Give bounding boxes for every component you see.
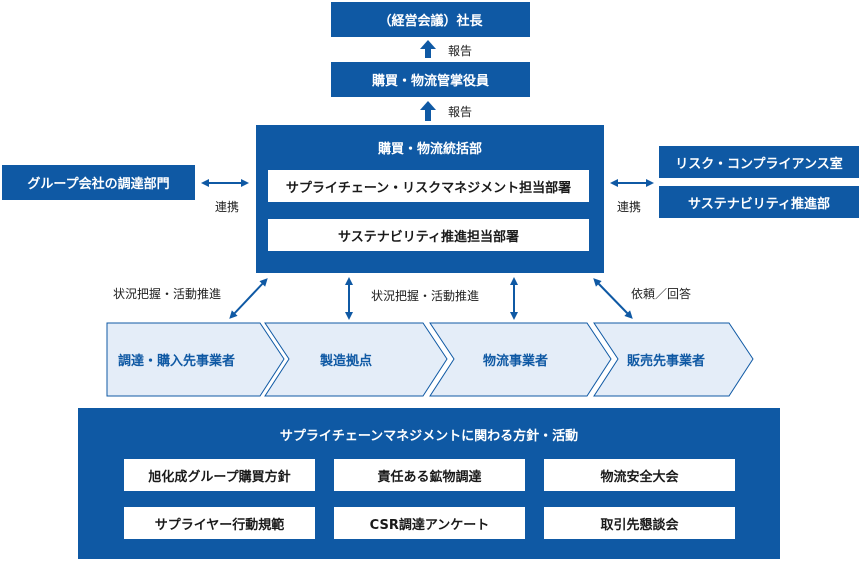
sustainability-promotion-label: サステナビリティ推進部 xyxy=(688,196,830,212)
risk-compliance-label: リスク・コンプライアンス室 xyxy=(675,156,843,172)
policy-item-label: 旭化成グループ購買方針 xyxy=(148,469,291,485)
report-arrow-2 xyxy=(420,101,436,121)
policy-item-logistics-safety: 物流安全大会 xyxy=(544,459,735,491)
policy-item-responsible-minerals: 責任ある鉱物調達 xyxy=(334,459,525,491)
link-label-right: 連携 xyxy=(617,200,642,214)
report-label-2: 報告 xyxy=(448,105,473,119)
policy-item-label: 物流安全大会 xyxy=(600,469,679,485)
president-box: （経営会議）社長 xyxy=(331,2,530,37)
officer-box: 購買・物流管掌役員 xyxy=(331,62,530,97)
policy-item-purchasing-policy: 旭化成グループ購買方針 xyxy=(124,459,315,491)
president-label: （経営会議）社長 xyxy=(378,14,483,29)
status-label-left: 状況把握・活動推進 xyxy=(113,287,222,301)
sustainability-promotion-box: サステナビリティ推進部 xyxy=(659,186,859,218)
officer-label: 購買・物流管掌役員 xyxy=(371,74,489,89)
status-label-center: 状況把握・活動推進 xyxy=(371,289,480,303)
chain-chevron-2 xyxy=(264,322,448,397)
group-procurement-label: グループ会社の調達部門 xyxy=(27,177,170,192)
dept-sustainability-box: サステナビリティ推進担当部署 xyxy=(268,219,589,251)
flow-arrow-right xyxy=(593,278,633,319)
policy-item-supplier-meeting: 取引先懇談会 xyxy=(544,507,735,539)
link-label-left: 連携 xyxy=(215,200,240,214)
dept-risk-box: サプライチェーン・リスクマネジメント担当部署 xyxy=(268,170,589,202)
chain-chevron-1 xyxy=(106,322,285,397)
risk-compliance-box: リスク・コンプライアンス室 xyxy=(659,146,859,178)
chain-label-3: 物流事業者 xyxy=(483,354,549,369)
hq-title: 購買・物流統括部 xyxy=(377,142,482,157)
policy-item-label: 取引先懇談会 xyxy=(600,517,679,533)
flow-arrow-left xyxy=(229,278,268,319)
policy-item-label: 責任ある鉱物調達 xyxy=(377,469,482,485)
request-answer-label: 依頼／回答 xyxy=(631,287,692,301)
chain-label-2: 製造拠点 xyxy=(320,354,373,369)
chain-label-1: 調達・購入先事業者 xyxy=(118,354,236,369)
report-label-1: 報告 xyxy=(448,44,473,58)
group-procurement-box: グループ会社の調達部門 xyxy=(2,165,195,200)
policy-title: サプライチェーンマネジメントに関わる方針・活動 xyxy=(279,429,579,444)
chain-chevron-4 xyxy=(593,322,754,397)
policy-item-label: CSR調達アンケート xyxy=(369,517,490,533)
policy-item-csr-survey: CSR調達アンケート xyxy=(334,507,525,539)
policy-item-supplier-code: サプライヤー行動規範 xyxy=(124,507,315,539)
report-arrow-1 xyxy=(420,40,436,58)
policy-item-label: サプライヤー行動規範 xyxy=(154,517,285,533)
dept-risk-label: サプライチェーン・リスクマネジメント担当部署 xyxy=(285,180,572,196)
dept-sustainability-label: サステナビリティ推進担当部署 xyxy=(338,229,519,245)
chain-chevron-3 xyxy=(429,322,612,397)
chain-label-4: 販売先事業者 xyxy=(627,354,706,369)
